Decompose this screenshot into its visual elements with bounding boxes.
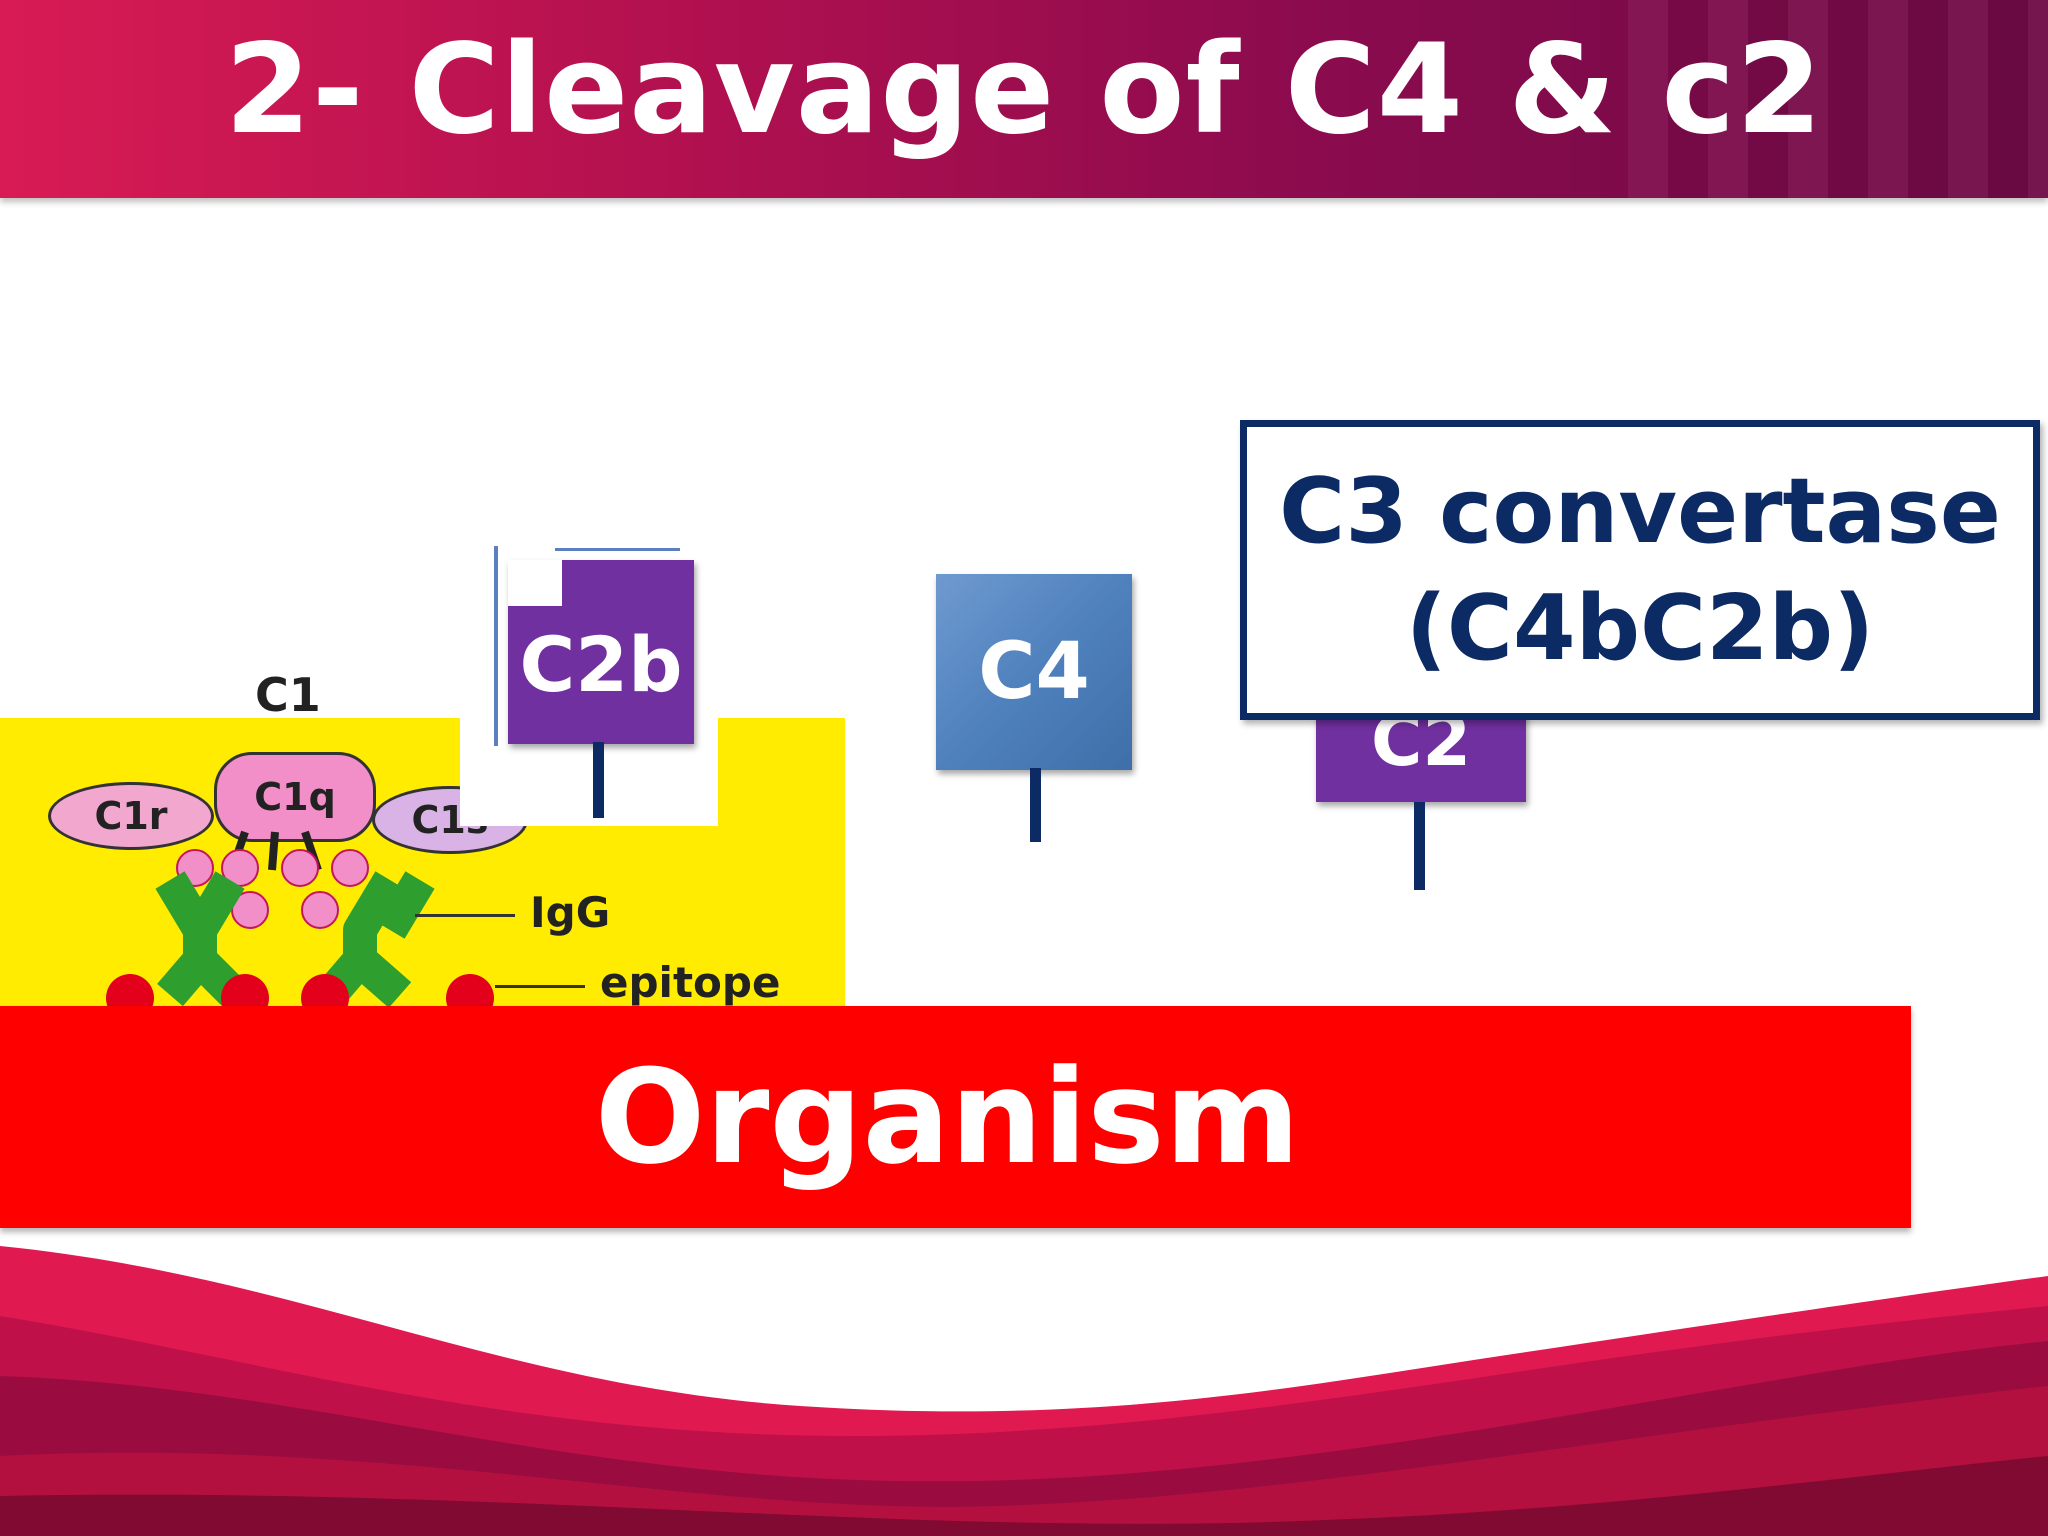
c4-flag-pole — [1030, 768, 1041, 842]
c1r-subunit: C1r — [48, 782, 214, 850]
c4-flag: C4 — [936, 574, 1132, 770]
c1r-label: C1r — [94, 794, 168, 838]
callout-line2: (C4bC2b) — [1405, 576, 1875, 681]
title-banner — [0, 0, 2048, 198]
callout-line1: C3 convertase — [1279, 459, 2001, 564]
igg-antibodies-graphic — [106, 830, 494, 1010]
organism-bar: Organism — [0, 1006, 1911, 1228]
c3-convertase-callout: C3 convertase (C4bC2b) — [1240, 420, 2040, 720]
c2b-fold-notch — [508, 560, 562, 606]
igg-label: IgG — [530, 888, 611, 937]
epitope-leader-line — [495, 985, 585, 988]
igg-leader-line — [415, 914, 515, 917]
c2b-flag-pole — [593, 742, 604, 818]
decorative-waves — [0, 1246, 2048, 1536]
c2b-left-edge — [494, 546, 498, 746]
slide-title: 2- Cleavage of C4 & c2 — [224, 18, 1824, 162]
c2-flag-pole — [1414, 802, 1425, 890]
c4-label: C4 — [978, 627, 1090, 717]
c1q-subunit: C1q — [214, 752, 376, 842]
banner-pattern — [1628, 0, 2048, 198]
organism-label: Organism — [594, 1041, 1301, 1193]
c1-label: C1 — [255, 668, 321, 722]
c2b-label: C2b — [519, 619, 683, 709]
c1q-label: C1q — [254, 775, 336, 819]
epitope-label: epitope — [600, 958, 781, 1007]
